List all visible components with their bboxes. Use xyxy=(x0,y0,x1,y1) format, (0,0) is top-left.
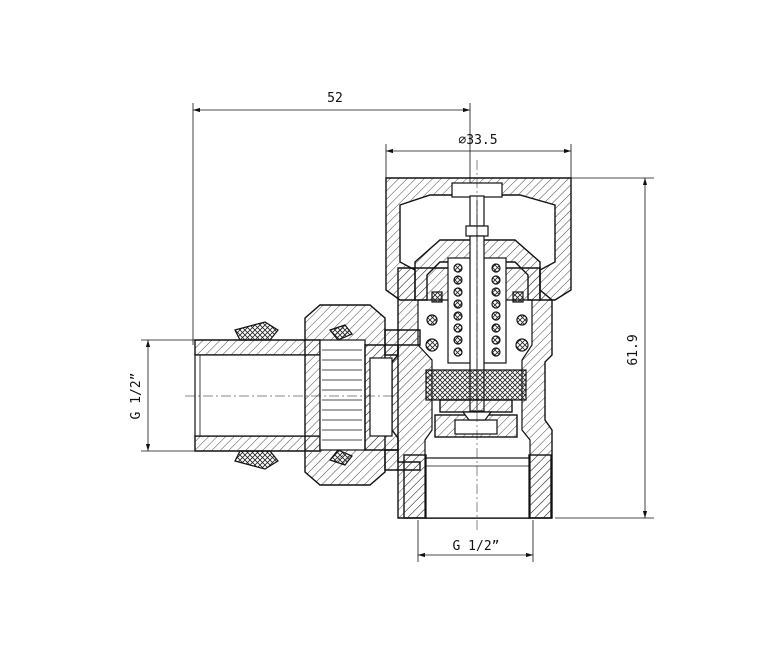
outlet-thread-label: G 1/2” xyxy=(453,539,500,554)
protective-cap xyxy=(385,177,572,301)
union-thread-lines xyxy=(322,349,362,441)
cap-diameter-label: ⌀33.5 xyxy=(458,133,497,148)
centre-lines xyxy=(185,160,478,530)
dimension-cap-diameter: ⌀33.5 xyxy=(385,133,572,180)
spring-coils-left xyxy=(453,263,463,357)
spring-coils-right xyxy=(491,263,501,357)
union-nut xyxy=(304,304,399,486)
inlet-tailpiece xyxy=(194,321,321,470)
bonnet xyxy=(414,239,541,352)
valve-disc xyxy=(425,369,527,421)
overall-height-label: 61.9 xyxy=(626,334,641,365)
overall-width-label: 52 xyxy=(327,91,343,106)
dimension-overall-width: 52 xyxy=(192,91,471,345)
dimension-outlet-thread: G 1/2” xyxy=(417,520,534,562)
dimension-overall-height: 61.9 xyxy=(555,177,654,519)
flow-passage xyxy=(384,329,421,471)
inlet-thread-label: G 1/2” xyxy=(129,373,144,420)
dimension-inlet-thread: G 1/2” xyxy=(129,339,195,452)
